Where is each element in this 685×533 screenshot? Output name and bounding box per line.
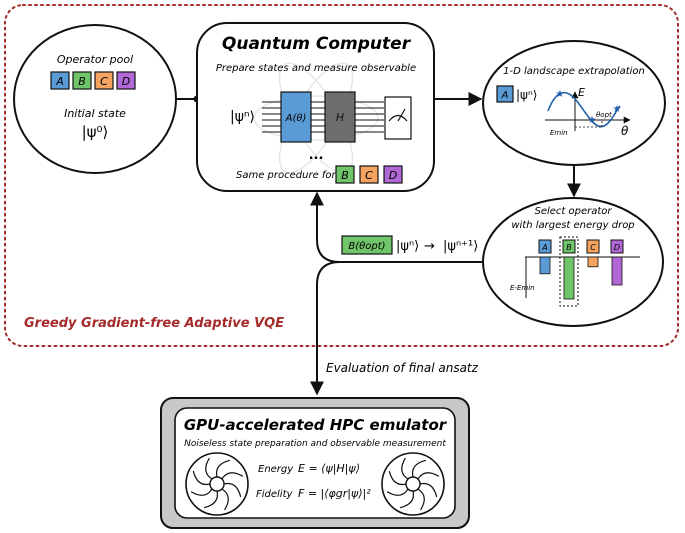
landscape-e-label: E — [578, 86, 585, 99]
select-bar-b — [563, 256, 575, 300]
svg-text:A: A — [55, 75, 64, 88]
qc-subtitle: Prepare states and measure observable — [216, 63, 416, 74]
initial-state-label: Initial state — [64, 107, 126, 120]
select-op-label-d: D — [614, 243, 620, 252]
svg-text:B(θopt): B(θopt) — [348, 241, 385, 252]
emulator-subtitle: Noiseless state preparation and observab… — [184, 439, 446, 449]
final-label: Evaluation of final ansatz — [326, 361, 479, 375]
select-title-2: with largest energy drop — [511, 220, 634, 231]
selected-operator-highlight — [559, 236, 579, 307]
select-op-label-box-a — [538, 239, 552, 254]
select-op-label-a: A — [541, 243, 547, 252]
same-op-c: C — [359, 165, 379, 184]
qc-ellipsis: ... — [309, 148, 324, 163]
select-y-label: E-Emin — [510, 284, 535, 292]
loop-label: Greedy Gradient-free Adaptive VQE — [24, 316, 284, 331]
gpu-fan-right-icon — [381, 452, 445, 516]
measurement-meter-icon — [384, 96, 412, 140]
update-arrow: → — [424, 239, 435, 254]
adaptive-loop-border — [4, 4, 679, 347]
fidelity-formula: F = |⟨φgr|ψ⟩|² — [298, 487, 371, 500]
qc-title: Quantum Computer — [222, 34, 412, 54]
update-label: B(θopt) |ψⁿ⟩ → |ψⁿ⁺¹⟩ — [341, 235, 478, 255]
svg-text:D: D — [389, 169, 397, 182]
operator-pool-title: Operator pool — [57, 53, 133, 66]
select-bar-c — [587, 256, 599, 268]
select-op-label-box-c — [586, 239, 600, 254]
same-op-d: D — [383, 165, 403, 184]
initial-state: |ψ⁰⟩ — [82, 123, 109, 141]
landscape-theta-label: θ — [621, 124, 629, 138]
update-from-state: |ψⁿ⟩ — [396, 239, 419, 254]
update-to-state: |ψⁿ⁺¹⟩ — [443, 239, 478, 254]
svg-text:C: C — [365, 169, 373, 182]
select-bars: A B C D — [538, 236, 624, 307]
update-op — [341, 235, 393, 255]
energy-formula: E = ⟨ψ|H|ψ⟩ — [298, 462, 360, 475]
select-operator-node: Select operator with largest energy drop… — [482, 197, 664, 327]
svg-text:B: B — [341, 169, 349, 182]
svg-text:A(θ): A(θ) — [285, 113, 307, 124]
svg-text:H: H — [336, 111, 344, 124]
qc-input-state: |ψⁿ⟩ — [230, 109, 255, 125]
select-bar-a — [539, 256, 551, 275]
landscape-star-2: ★ — [588, 115, 597, 126]
fidelity-label: Fidelity — [256, 489, 294, 500]
gpu-fan-left-icon — [185, 452, 249, 516]
operator-pool-node: Operator pool A B C D Initial state |ψ⁰⟩ — [13, 24, 177, 174]
landscape-star-1: ★ — [556, 89, 565, 100]
select-op-label-box-d — [610, 239, 624, 254]
select-op-label-b: B — [566, 243, 572, 252]
svg-text:A: A — [501, 90, 509, 101]
gate-a-theta: A(θ) — [280, 91, 312, 143]
svg-text:C: C — [100, 75, 108, 88]
same-op-b: B — [335, 165, 355, 184]
emulator-node: GPU-accelerated HPC emulator Noiseless s… — [160, 397, 470, 529]
landscape-op-a: A — [496, 85, 514, 103]
select-title-1: Select operator — [534, 206, 612, 217]
svg-text:B: B — [78, 75, 86, 88]
landscape-curve — [547, 91, 621, 128]
svg-text:D: D — [122, 75, 130, 88]
landscape-node: 1-D landscape extrapolation A |ψⁿ⟩ E θ ★… — [482, 40, 666, 166]
pool-op-d: D — [116, 71, 136, 90]
same-procedure-label: Same procedure for — [236, 170, 337, 181]
pool-op-a: A — [50, 71, 70, 90]
final-evaluation-arrow — [310, 261, 341, 396]
landscape-title: 1-D landscape extrapolation — [503, 66, 645, 77]
quantum-computer-node: Quantum Computer Prepare states and meas… — [196, 22, 435, 192]
select-bar-d — [611, 256, 623, 286]
energy-label: Energy — [258, 464, 294, 475]
landscape-emin: Emin — [550, 129, 568, 137]
pool-op-c: C — [94, 71, 114, 90]
select-op-label-c: C — [590, 243, 596, 252]
select-op-label-box-b — [562, 239, 576, 254]
emulator-title: GPU-accelerated HPC emulator — [184, 416, 448, 434]
landscape-thetaopt: θopt — [596, 111, 612, 119]
pool-op-b: B — [72, 71, 92, 90]
landscape-star-3: ★ — [613, 104, 622, 115]
landscape-state: |ψⁿ⟩ — [516, 88, 537, 102]
gate-hamiltonian: H — [324, 91, 356, 143]
